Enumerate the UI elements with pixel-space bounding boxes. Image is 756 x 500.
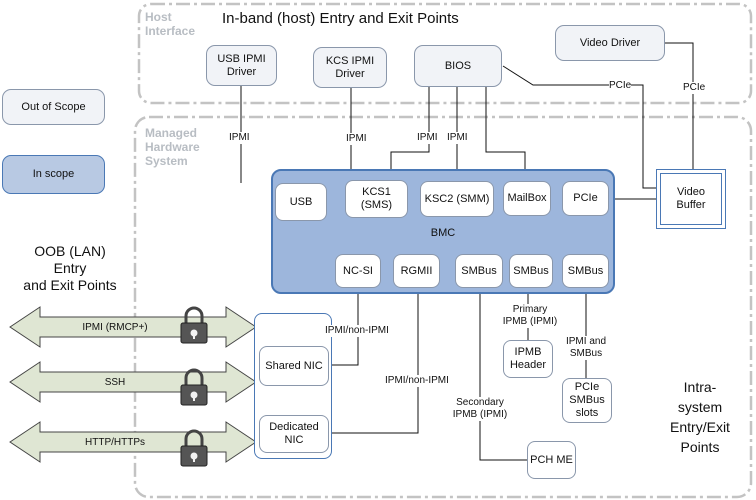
label-ipmi-kcs: IPMI [346, 133, 367, 145]
bios-box: BIOS [414, 45, 502, 87]
label-primary-ipmb: Primary IPMB (IPMI) [500, 304, 560, 328]
label-secondary-ipmb: Secondary IPMB (IPMI) [448, 397, 512, 421]
label-ipmi-bios-2: IPMI [447, 132, 468, 144]
bmc-smbus-1: SMBus [455, 254, 503, 288]
link-rgmii-dedicatednic [331, 288, 419, 434]
link-bios-videobuffer [502, 65, 656, 189]
host-region-outline [137, 2, 753, 105]
oob-title: OOB (LAN) Entry and Exit Points [23, 243, 117, 293]
dedicated-nic: Dedicated NIC [259, 415, 329, 453]
link-bios-mailbox [485, 87, 526, 181]
bmc-usb: USB [275, 183, 327, 221]
label-ipmi-non-ipmi-1: IPMI/non-IPMI [325, 325, 389, 337]
label-ssh: SSH [104, 377, 126, 388]
managed-hardware-label: Managed Hardware System [145, 126, 200, 168]
link-videodriver-buffer [665, 42, 694, 170]
bmc-smbus-3: SMBus [562, 254, 609, 288]
bmc-mailbox: MailBox [503, 181, 551, 216]
pch-me: PCH ME [527, 441, 576, 479]
shared-nic: Shared NIC [259, 346, 329, 386]
padlock-icon-2 [180, 368, 208, 406]
pcie-smbus-slots: PCIe SMBus slots [562, 378, 612, 423]
legend-out-of-scope: Out of Scope [2, 89, 105, 125]
link-smbus1-pchme [479, 288, 527, 461]
video-driver-box: Video Driver [555, 25, 665, 61]
padlock-icon-1 [180, 306, 208, 344]
label-pcie-video: PCIe [683, 82, 706, 94]
label-ipmi-usb: IPMI [229, 132, 250, 144]
label-http: HTTP/HTTPs [85, 437, 145, 448]
intra-system-title: Intra- system Entry/Exit Points [670, 379, 730, 455]
legend-in-scope: In scope [2, 155, 105, 194]
managed-region-outline [133, 115, 753, 499]
video-buffer: Video Buffer [656, 169, 726, 229]
ipmb-header: IPMB Header [503, 340, 553, 378]
kcs-ipmi-driver: KCS IPMI Driver [313, 47, 387, 88]
bmc-ncsi: NC-SI [335, 254, 381, 288]
bmc-pcie: PCIe [562, 181, 609, 216]
bmc-label: BMC [430, 227, 456, 239]
usb-ipmi-driver: USB IPMI Driver [206, 45, 277, 86]
label-ipmi-non-ipmi-2: IPMI/non-IPMI [385, 375, 449, 387]
host-interface-label: Host Interface [145, 10, 196, 38]
link-bios-kcs1 [390, 87, 430, 180]
bmc-ksc2: KSC2 (SMM) [420, 181, 494, 217]
label-ipmi-and-smbus: IPMI and SMBus [563, 336, 609, 360]
bmc-kcs1: KCS1 (SMS) [345, 180, 408, 218]
label-rmcp: IPMI (RMCP+) [82, 322, 148, 333]
label-pcie-bios: PCIe [609, 80, 632, 92]
bmc-smbus-2: SMBus [509, 254, 553, 288]
host-region-title: In-band (host) Entry and Exit Points [222, 10, 459, 27]
label-ipmi-bios-1: IPMI [417, 132, 438, 144]
link-ncsi-sharednic [331, 288, 359, 366]
padlock-icon-3 [180, 429, 208, 467]
bmc-rgmii: RGMII [393, 254, 440, 288]
